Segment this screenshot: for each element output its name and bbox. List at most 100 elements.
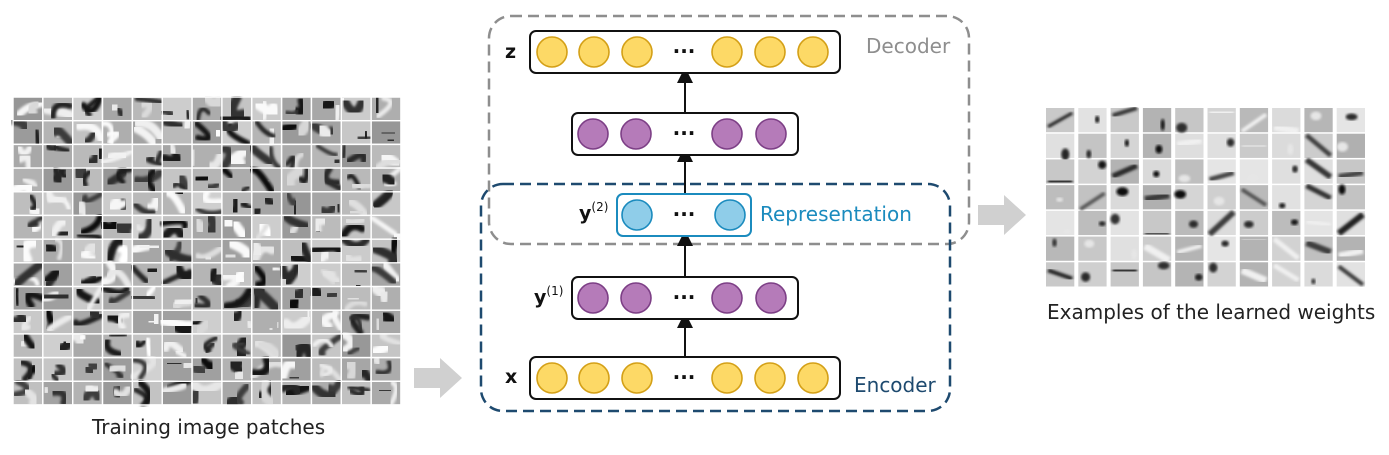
training-patch	[192, 189, 225, 216]
layer-y2-box	[616, 193, 752, 237]
weight-filter	[1142, 133, 1172, 158]
training-patch	[282, 96, 311, 120]
training-patch	[371, 309, 401, 334]
weight-filter	[1207, 133, 1236, 158]
weight-filter	[1175, 210, 1204, 236]
neuron-y2	[621, 199, 653, 231]
training-patch	[13, 287, 46, 310]
training-patch	[103, 358, 132, 381]
ellipsis-group: ···············	[673, 39, 696, 389]
training-patch	[309, 239, 344, 264]
training-patch	[132, 334, 162, 358]
training-patch	[189, 310, 222, 338]
weight-filter	[1304, 108, 1333, 133]
training-patch	[43, 334, 74, 357]
training-patch	[13, 358, 43, 382]
training-patch	[132, 378, 162, 408]
ellipsis-y2: ···	[673, 202, 696, 226]
training-patch	[192, 287, 222, 310]
neuron-hidden	[620, 118, 652, 150]
neuron-x	[797, 362, 829, 394]
training-patch	[248, 143, 282, 171]
training-patch	[341, 287, 371, 313]
training-patch	[371, 188, 401, 215]
training-patch	[219, 144, 252, 172]
label-y2: y(2)	[579, 200, 609, 225]
training-patch	[8, 168, 43, 196]
training-patch	[72, 164, 102, 192]
training-patch	[252, 215, 281, 241]
training-patch	[282, 334, 315, 362]
neuron-nodes	[536, 36, 829, 394]
training-patch	[73, 239, 102, 263]
weight-filter	[1272, 262, 1301, 287]
weight-filter	[1207, 209, 1236, 237]
training-patch	[72, 307, 106, 334]
training-patch	[369, 260, 402, 286]
training-patch	[43, 307, 73, 334]
training-patch	[282, 144, 311, 171]
training-patch	[341, 310, 372, 336]
label-y1: y(1)	[534, 284, 564, 309]
training-patch	[73, 358, 102, 381]
weight-filter	[1272, 210, 1301, 236]
training-patch	[341, 358, 373, 385]
training-patch	[252, 119, 281, 148]
training-patch	[129, 239, 162, 263]
training-patch	[222, 357, 252, 383]
training-patch	[158, 310, 197, 338]
weight-filter	[1336, 184, 1365, 210]
weight-filter	[1046, 159, 1075, 186]
training-patch	[371, 144, 403, 171]
training-patch	[222, 334, 252, 360]
neuron-y1	[711, 282, 743, 314]
weight-filter	[1142, 261, 1172, 287]
weight-filter	[1239, 262, 1269, 287]
weight-filter	[1110, 236, 1139, 261]
weight-filter	[1175, 262, 1204, 287]
training-patch	[43, 164, 72, 192]
weight-filter	[1142, 108, 1172, 133]
training-patch	[340, 143, 371, 168]
training-patch	[371, 355, 401, 381]
decoder-label: Decoder	[866, 34, 951, 58]
weight-filter	[1175, 236, 1204, 261]
training-patch	[249, 239, 281, 264]
training-patch	[73, 284, 104, 312]
training-patch	[132, 310, 163, 334]
training-patch	[341, 168, 373, 192]
ellipsis-x: ···	[673, 365, 696, 389]
weight-filter	[1272, 159, 1301, 184]
training-patch	[249, 354, 284, 381]
training-patch	[282, 165, 311, 192]
weight-filter	[1078, 159, 1107, 184]
ellipsis-z: ···	[673, 39, 696, 63]
training-patch	[340, 235, 371, 264]
training-patch	[132, 96, 165, 120]
neuron-hidden	[711, 118, 743, 150]
training-patch	[282, 211, 311, 239]
weight-filter	[1207, 236, 1236, 261]
training-patch	[222, 286, 255, 310]
training-patch	[192, 263, 225, 288]
training-patch	[222, 308, 254, 334]
weight-filter	[1142, 185, 1172, 210]
weight-filter	[1336, 159, 1365, 184]
training-patch	[311, 97, 344, 123]
training-patch	[371, 93, 401, 120]
ellipsis-hidden: ···	[673, 121, 696, 145]
training-patch	[162, 239, 196, 265]
training-patch	[162, 168, 192, 193]
weight-filter	[1336, 210, 1365, 236]
weight-filter	[1046, 133, 1075, 161]
weight-filter	[1110, 262, 1139, 287]
weight-filter	[1304, 210, 1333, 236]
training-patch	[43, 237, 72, 263]
training-patch	[190, 354, 222, 381]
training-patch	[13, 237, 43, 265]
neuron-x	[711, 362, 743, 394]
training-patch	[11, 260, 44, 288]
training-patch	[339, 330, 371, 357]
weight-filter	[1239, 108, 1269, 134]
